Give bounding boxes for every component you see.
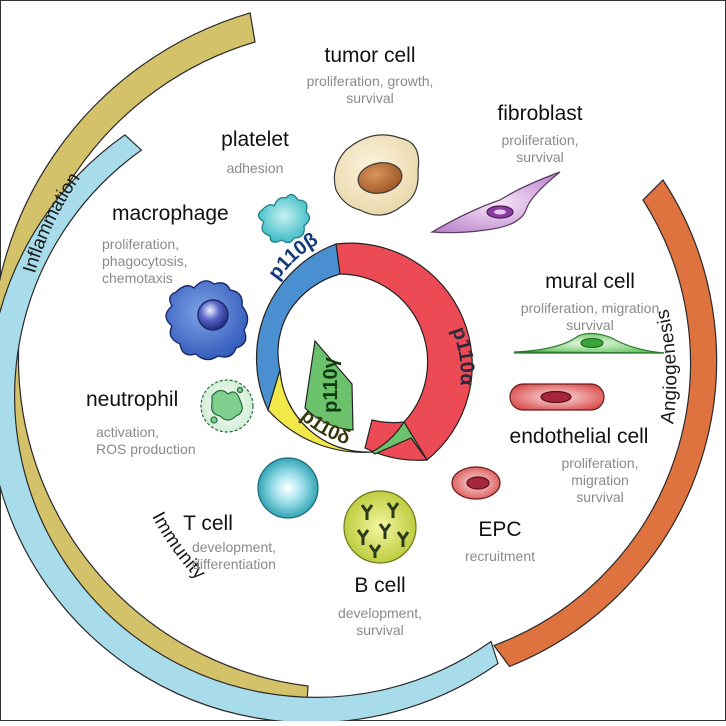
neutrophil-desc-line: ROS production: [96, 441, 196, 457]
t-cell-desc-line: development,: [191, 539, 277, 555]
tumor-cell-desc: proliferation, growth, survival: [290, 73, 450, 107]
tumor-cell-title: tumor cell: [324, 44, 416, 67]
tumor-cell-desc-line: survival: [346, 90, 394, 106]
t-cell-title: T cell: [183, 512, 233, 535]
platelet-desc: adhesion: [200, 160, 310, 177]
b-cell-icon: [343, 490, 417, 564]
p110g-core-segment: [304, 339, 354, 431]
t-cell-icon: [257, 457, 319, 519]
tumor-cell-icon: [333, 134, 420, 216]
platelet-desc-line: adhesion: [226, 160, 284, 176]
epc-desc: recruitment: [440, 548, 560, 565]
neutrophil-icon: [200, 379, 254, 433]
fibroblast-desc-line: survival: [516, 149, 564, 165]
macrophage-icon: [165, 280, 249, 361]
pi3k-isoform-ring: [255, 242, 473, 461]
endothelial-cell-icon: [509, 383, 605, 411]
mural-cell-desc-line: survival: [566, 317, 614, 333]
fibroblast-title: fibroblast: [497, 102, 583, 125]
mural-cell-desc-line: proliferation, migration: [520, 300, 660, 316]
mural-cell-title: mural cell: [545, 270, 635, 293]
p110d-segment: [267, 369, 373, 453]
epc-icon: [451, 466, 501, 500]
endothelial-cell-desc-line: survival: [576, 489, 624, 505]
macrophage-desc-line: phagocytosis,: [102, 253, 188, 269]
p110a-segment: [335, 242, 473, 461]
fibroblast-icon: [430, 171, 561, 234]
endothelial-cell-desc: proliferation, migration survival: [520, 455, 680, 506]
p110g-label: p110γ: [320, 356, 342, 412]
t-cell-desc-line: differentiation: [192, 556, 276, 572]
neutrophil-desc-line: activation,: [96, 424, 160, 440]
angiogenesis-arc: [493, 179, 718, 668]
b-cell-desc-line: development,: [337, 605, 423, 621]
epc-desc-line: recruitment: [464, 548, 536, 564]
fibroblast-desc: proliferation, survival: [478, 132, 602, 166]
endothelial-cell-desc-line: proliferation,: [561, 455, 639, 471]
endothelial-cell-desc-line: migration: [571, 472, 629, 488]
macrophage-desc-line: chemotaxis: [102, 270, 173, 286]
tumor-cell-desc-line: proliferation, growth,: [306, 73, 434, 89]
mural-cell-desc: proliferation, migration survival: [488, 280, 692, 334]
endothelial-cell-title: endothelial cell: [509, 425, 649, 448]
neutrophil-desc: activation, ROS production: [96, 424, 196, 458]
macrophage-desc: proliferation, phagocytosis, chemotaxis: [102, 236, 188, 287]
neutrophil-title: neutrophil: [86, 388, 179, 411]
platelet-title: platelet: [221, 128, 289, 151]
macrophage-desc-line: proliferation,: [102, 236, 180, 252]
fibroblast-desc-line: proliferation,: [501, 132, 579, 148]
platelet-icon: [257, 193, 311, 244]
t-cell-desc: development, differentiation: [172, 539, 296, 573]
mural-cell-icon: [513, 332, 665, 354]
b-cell-desc: development, survival: [310, 605, 450, 639]
b-cell-title: B cell: [354, 574, 406, 597]
p110g-segment: [370, 420, 428, 461]
b-cell-desc-line: survival: [356, 622, 404, 638]
epc-title: EPC: [478, 518, 522, 541]
macrophage-title: macrophage: [112, 202, 229, 225]
immunity-arc: [0, 134, 499, 724]
